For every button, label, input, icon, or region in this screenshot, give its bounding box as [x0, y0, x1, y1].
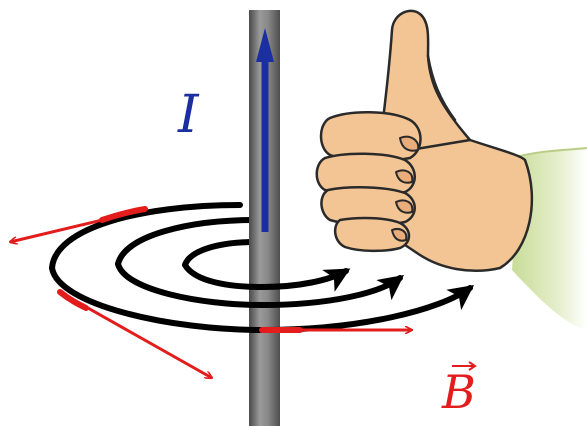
- finger-4: [333, 216, 411, 253]
- finger-3: [320, 186, 416, 227]
- field-vector-bottom-left: [71, 297, 212, 380]
- field-line-back-outer: [49, 202, 243, 271]
- field-label: B: [441, 361, 477, 419]
- field-label-text: B: [441, 365, 476, 419]
- field-line-back-middle: [115, 217, 258, 267]
- field-lines-back: [49, 202, 258, 271]
- current-label: I: [177, 85, 200, 145]
- field-line-front-inner: [182, 262, 351, 292]
- current-arrow: [256, 28, 274, 232]
- thumb: [381, 9, 472, 152]
- field-line-front-middle: [115, 261, 405, 309]
- finger-1: [319, 111, 422, 162]
- field-vector-left: [10, 209, 141, 242]
- field-line-back-inner: [182, 239, 258, 268]
- thumbs-up-hand-icon: [315, 9, 587, 330]
- fingernails: [391, 135, 420, 242]
- field-vectors: [10, 209, 412, 380]
